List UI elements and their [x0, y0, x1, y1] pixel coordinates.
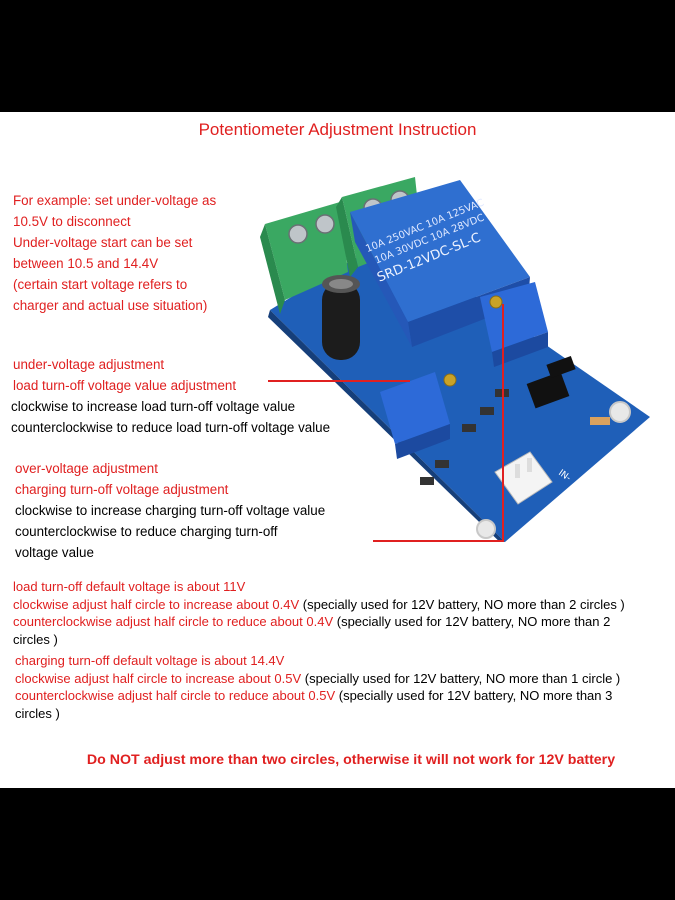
load-ccw-adjust: counterclockwise adjust half circle to r…: [13, 614, 334, 629]
over-voltage-pointer-vertical: [502, 304, 504, 542]
load-cw-note: (specially used for 12V battery, NO more…: [299, 596, 625, 612]
charge-defaults-block: charging turn-off default voltage is abo…: [15, 652, 620, 722]
terminal-block-left: [260, 202, 348, 314]
relay-board-illustration: 10A 250VAC 10A 125VAC 10A 30VDC 10A 28VD…: [260, 177, 650, 542]
example-line: (certain start voltage refers to: [13, 277, 188, 292]
under-voltage-ccw: counterclockwise to reduce load turn-off…: [11, 420, 331, 435]
example-line: charger and actual use situation): [13, 298, 208, 313]
charge-cw-adjust: clockwise adjust half circle to increase…: [15, 670, 302, 686]
charge-ccw-note-cont: circles ): [15, 705, 60, 721]
example-line: For example: set under-voltage as: [13, 193, 217, 208]
under-voltage-block: under-voltage adjustment load turn-off v…: [11, 354, 331, 438]
mounting-hole: [609, 401, 631, 423]
mounting-hole: [476, 519, 496, 539]
load-default-voltage: load turn-off default voltage is about 1…: [13, 579, 246, 594]
under-voltage-pointer-line: [268, 380, 410, 382]
under-voltage-subheading: load turn-off voltage value adjustment: [13, 378, 237, 393]
under-voltage-heading: under-voltage adjustment: [13, 357, 165, 372]
charge-default-voltage: charging turn-off default voltage is abo…: [15, 653, 285, 668]
capacitor: [322, 275, 360, 360]
charge-ccw-note: (specially used for 12V battery, NO more…: [335, 688, 613, 703]
example-line: between 10.5 and 14.4V: [13, 256, 159, 271]
charge-ccw-adjust: counterclockwise adjust half circle to r…: [15, 688, 336, 703]
ic-chip: [526, 371, 570, 409]
over-voltage-subheading: charging turn-off voltage adjustment: [15, 482, 229, 497]
over-voltage-block: over-voltage adjustment charging turn-of…: [15, 458, 325, 563]
potentiometer-under-voltage: [380, 372, 457, 459]
example-block: For example: set under-voltage as 10.5V …: [13, 190, 216, 316]
diode: [590, 417, 610, 425]
transistor: [546, 355, 576, 379]
example-line: Under-voltage start can be set: [13, 235, 193, 250]
over-voltage-heading: over-voltage adjustment: [15, 461, 158, 476]
potentiometer-over-voltage: [480, 282, 548, 367]
page-title: Potentiometer Adjustment Instruction: [198, 120, 477, 139]
over-voltage-ccw: counterclockwise to reduce charging turn…: [15, 524, 278, 539]
load-ccw-note: (specially used for 12V battery, NO more…: [333, 614, 611, 629]
over-voltage-cw: clockwise to increase charging turn-off …: [15, 503, 326, 518]
under-voltage-cw: clockwise to increase load turn-off volt…: [11, 399, 296, 414]
load-ccw-note-cont: circles ): [13, 631, 58, 647]
load-defaults-block: load turn-off default voltage is about 1…: [13, 578, 625, 648]
charge-cw-note: (specially used for 12V battery, NO more…: [301, 670, 621, 686]
warning-text: Do NOT adjust more than two circles, oth…: [86, 752, 616, 768]
load-cw-adjust: clockwise adjust half circle to increase…: [13, 596, 300, 612]
instruction-sheet: Potentiometer Adjustment Instruction: [0, 112, 675, 788]
input-connector: [494, 451, 553, 505]
example-line: 10.5V to disconnect: [13, 214, 131, 229]
pcb-board: [270, 237, 650, 542]
over-voltage-pointer-line: [373, 540, 504, 542]
over-voltage-ccw-cont: voltage value: [15, 545, 94, 560]
